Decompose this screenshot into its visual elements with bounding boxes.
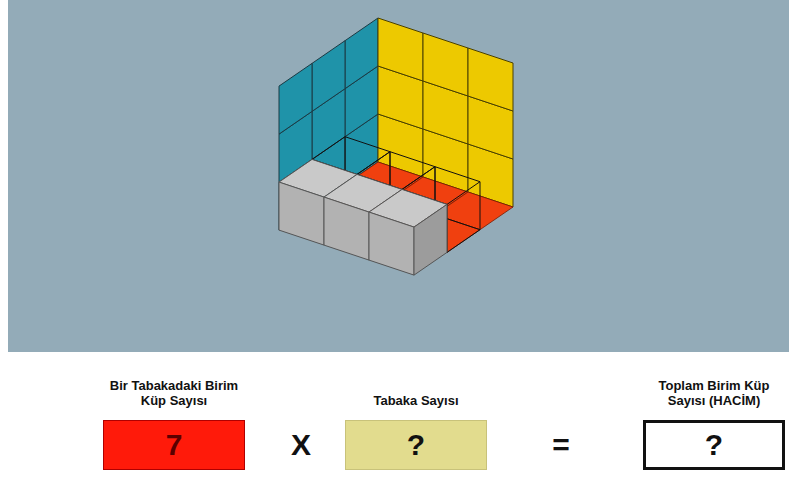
box-value: 7 [166,429,183,461]
wireframe-cube-edge [357,152,390,175]
box-frame: ? [643,420,785,470]
wireframe-cube-edge [447,182,480,205]
grey-cube-side [414,204,447,275]
wireframe-cube-edge [345,137,390,152]
box-heading: Tabaka Sayısı [325,393,507,408]
value-box: Tabaka Sayısı? [345,340,487,470]
yellow-wall-cell [423,33,468,96]
grey-cube-front [324,197,369,260]
cube-illustration [0,0,789,352]
wireframe-cube-edge [435,167,480,182]
operator-sign: = [552,429,570,461]
wireframe-cube-edge [480,182,481,230]
box-frame: 7 [103,420,245,470]
blue-wall-cell [279,63,312,134]
blue-wall-cell [312,41,345,112]
box-heading: Bir Tabakadaki Birim Küp Sayısı [108,378,240,408]
box-frame: ? [345,420,487,470]
wireframe-cube-edge [390,152,435,167]
grey-cube-front [369,212,414,275]
box-heading: Toplam Birim Küp Sayısı (HACİM) [648,378,780,408]
yellow-wall-cell [378,18,423,81]
wireframe-cube-edge [402,167,435,190]
box-value: ? [705,429,723,461]
blue-wall-cell [345,18,378,89]
wireframe-cube-edge [357,152,390,175]
wireframe-cube-edge [402,167,435,190]
wireframe-cube-edge [312,137,345,160]
yellow-wall-cell [468,48,513,111]
value-box: Toplam Birim Küp Sayısı (HACİM)? [643,340,785,470]
value-box: Bir Tabakadaki Birim Küp Sayısı 7 [103,340,245,470]
wireframe-cube-edge [447,230,480,253]
box-value: ? [407,429,425,461]
grey-cube-front [279,182,324,245]
operator-sign: X [291,429,311,461]
